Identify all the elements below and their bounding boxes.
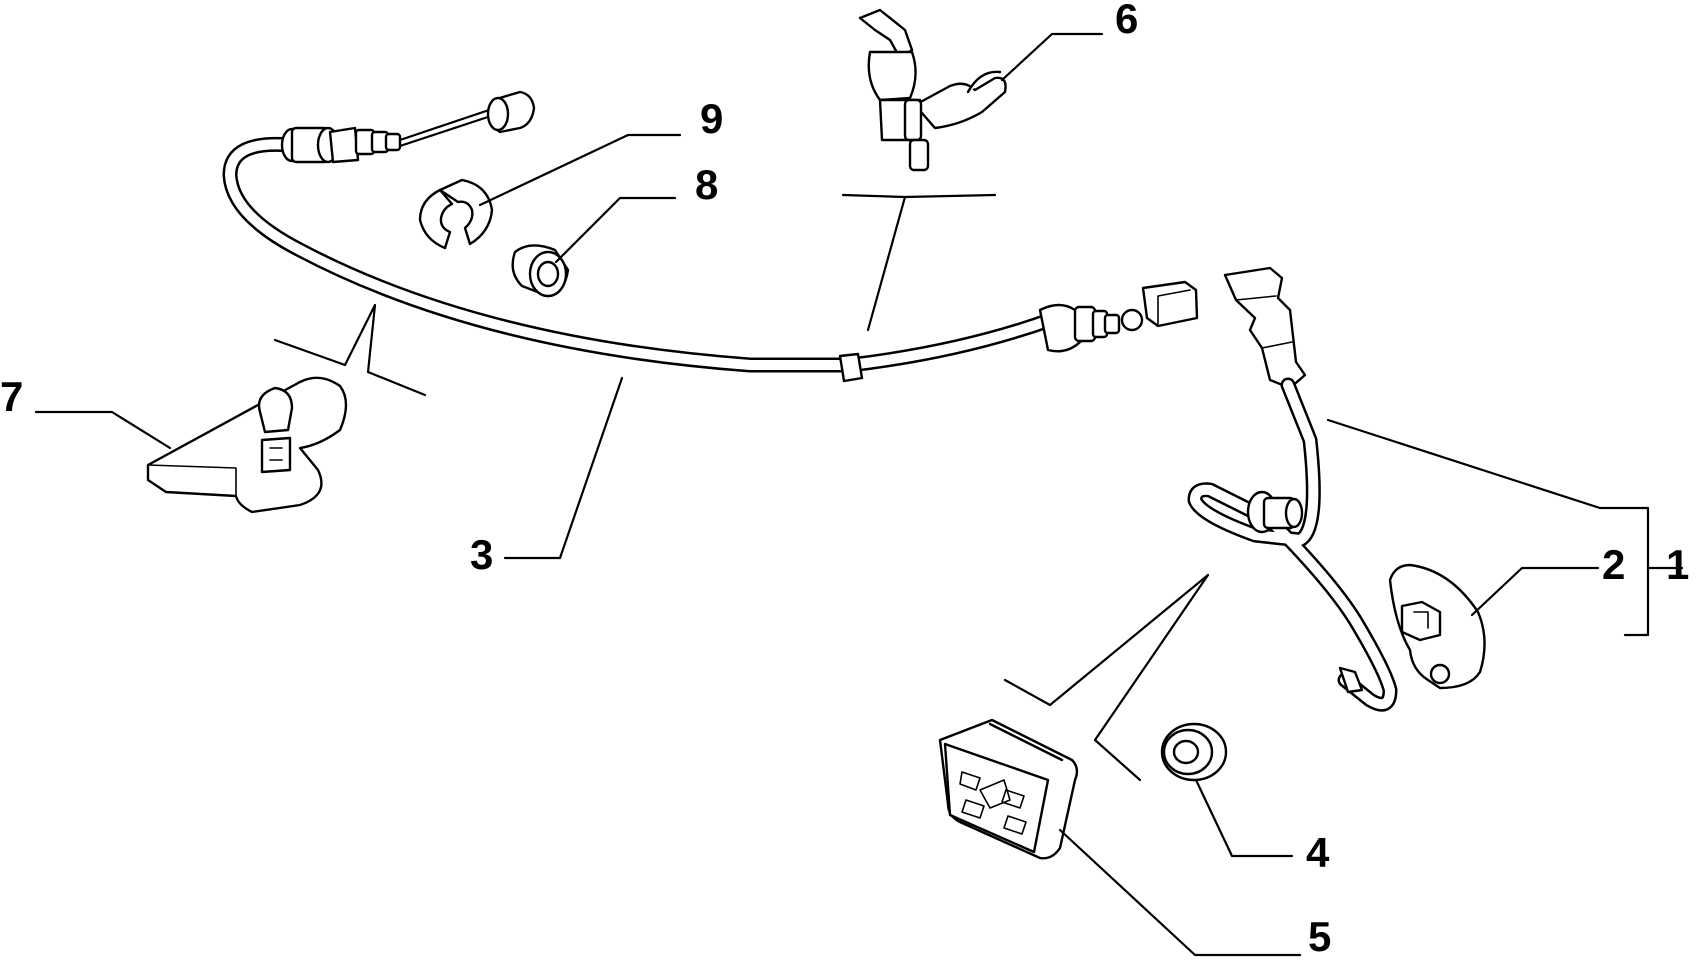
part-9-retaining-clip [418, 178, 494, 250]
callout-5: 5 [1308, 913, 1331, 960]
part-5-rubber-pad [938, 718, 1079, 860]
callout-1: 1 [1666, 541, 1689, 588]
callout-6: 6 [1115, 0, 1138, 42]
leader-lines [34, 32, 1684, 957]
callout-8: 8 [695, 161, 718, 208]
callout-2: 2 [1602, 541, 1625, 588]
cable-left-end-fitting [280, 90, 536, 164]
callout-7: 7 [0, 373, 23, 420]
part-1-pedal-cable-assembly [1003, 266, 1398, 782]
part-8-bushing [511, 244, 570, 298]
part-6-cable-clip [858, 8, 1007, 172]
callout-9: 9 [700, 95, 723, 142]
callout-3: 3 [470, 531, 493, 578]
part-7-bracket [146, 376, 348, 514]
part-3-main-cable [222, 90, 1199, 397]
cable-right-end-fitting [1038, 280, 1199, 353]
part-2-cam-plate [1388, 563, 1486, 690]
part-4-grommet [1160, 722, 1228, 782]
callout-4: 4 [1306, 829, 1330, 876]
